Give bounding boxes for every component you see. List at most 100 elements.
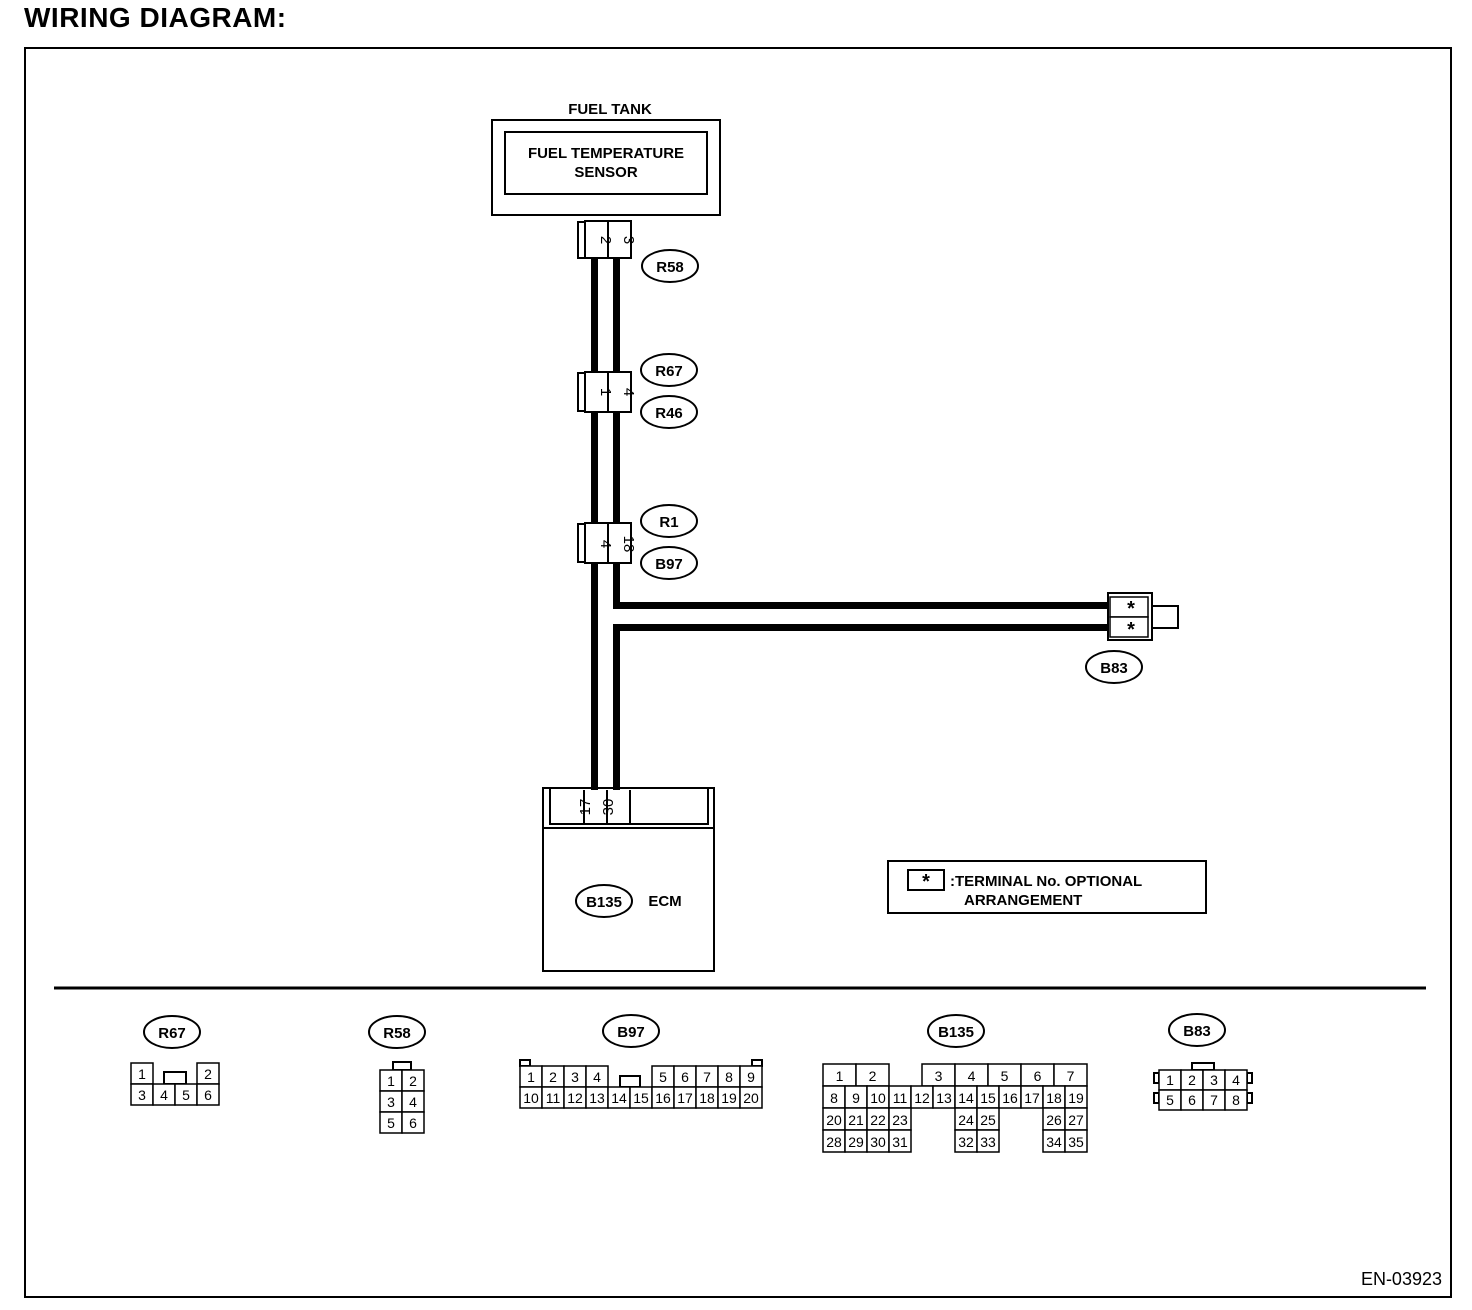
terminal-number: 18 bbox=[699, 1090, 715, 1106]
terminal-number: 3 bbox=[1210, 1072, 1218, 1088]
legend-line1: :TERMINAL No. OPTIONAL bbox=[950, 873, 1142, 890]
terminal-number: 2 bbox=[869, 1068, 877, 1084]
terminal-number: 1 bbox=[836, 1068, 844, 1084]
terminal-number: 5 bbox=[182, 1087, 190, 1103]
terminal-number: 18 bbox=[1046, 1090, 1062, 1106]
terminal-number: 15 bbox=[633, 1090, 649, 1106]
r1-label: R1 bbox=[659, 514, 678, 531]
connector-b83-inline: * * B83 bbox=[1085, 592, 1179, 684]
terminal-number: 32 bbox=[958, 1134, 974, 1150]
legend: * :TERMINAL No. OPTIONAL ARRANGEMENT bbox=[887, 860, 1207, 914]
terminal-number: 17 bbox=[1024, 1090, 1040, 1106]
figure-id: EN-03923 bbox=[1360, 1269, 1442, 1289]
terminal-number: 14 bbox=[611, 1090, 627, 1106]
terminal-number: 16 bbox=[655, 1090, 671, 1106]
terminal-number: 3 bbox=[935, 1068, 943, 1084]
terminal-number: 2 bbox=[204, 1066, 212, 1082]
r58-label: R58 bbox=[656, 259, 684, 276]
terminal-number: 4 bbox=[409, 1094, 417, 1110]
terminal-number: 3 bbox=[571, 1069, 579, 1085]
terminal-number: 12 bbox=[914, 1090, 930, 1106]
terminal-number: 8 bbox=[725, 1069, 733, 1085]
terminal-number: 3 bbox=[138, 1087, 146, 1103]
terminal-number: 8 bbox=[830, 1090, 838, 1106]
b83-pin-bottom: * bbox=[1127, 619, 1135, 641]
terminal-number: 34 bbox=[1046, 1134, 1062, 1150]
terminal-number: 29 bbox=[848, 1134, 864, 1150]
terminal-number: 4 bbox=[1232, 1072, 1240, 1088]
terminal-number: 16 bbox=[1002, 1090, 1018, 1106]
terminal-number: 9 bbox=[852, 1090, 860, 1106]
connector-r1-b97-inline: 4 18 R1 B97 bbox=[577, 504, 698, 580]
legend-symbol: * bbox=[922, 871, 930, 893]
connector-latch bbox=[163, 1071, 187, 1085]
wire-harness bbox=[591, 258, 1110, 791]
b83-pin-top: * bbox=[1127, 598, 1135, 620]
terminal-number: 30 bbox=[870, 1134, 886, 1150]
terminal-cell bbox=[1224, 1089, 1248, 1111]
r67-view-label: R67 bbox=[158, 1025, 186, 1042]
terminal-number: 1 bbox=[1166, 1072, 1174, 1088]
terminal-number: 8 bbox=[1232, 1092, 1240, 1108]
terminal-number: 5 bbox=[1001, 1068, 1009, 1084]
terminal-cell bbox=[976, 1129, 1000, 1153]
terminal-number: 4 bbox=[593, 1069, 601, 1085]
connector-latch bbox=[751, 1059, 763, 1067]
terminal-number: 14 bbox=[958, 1090, 974, 1106]
terminal-number: 6 bbox=[1034, 1068, 1042, 1084]
r67-pin-left: 1 bbox=[597, 388, 614, 396]
b97-label: B97 bbox=[655, 556, 683, 573]
terminal-number: 6 bbox=[204, 1087, 212, 1103]
terminal-number: 27 bbox=[1068, 1112, 1084, 1128]
ecm-label: ECM bbox=[648, 893, 681, 910]
legend-line2: ARRANGEMENT bbox=[964, 892, 1082, 909]
ecm-pin-30: 30 bbox=[600, 799, 617, 816]
sensor-name-line2: SENSOR bbox=[574, 164, 638, 181]
terminal-number: 11 bbox=[893, 1090, 908, 1106]
sensor-name-line1: FUEL TEMPERATURE bbox=[528, 145, 684, 162]
connector-latch bbox=[619, 1075, 641, 1088]
terminal-number: 7 bbox=[703, 1069, 711, 1085]
terminal-number: 7 bbox=[1067, 1068, 1075, 1084]
fuel-tank: FUEL TANK FUEL TEMPERATURE SENSOR bbox=[491, 101, 721, 216]
terminal-number: 1 bbox=[387, 1073, 395, 1089]
terminal-number: 5 bbox=[1166, 1092, 1174, 1108]
terminal-number: 2 bbox=[409, 1073, 417, 1089]
terminal-number: 28 bbox=[826, 1134, 842, 1150]
terminal-number: 3 bbox=[387, 1094, 395, 1110]
ecm-pin-17: 17 bbox=[577, 799, 594, 816]
terminal-number: 19 bbox=[1068, 1090, 1084, 1106]
terminal-number: 12 bbox=[567, 1090, 583, 1106]
r67-pin-right: 4 bbox=[620, 388, 637, 396]
page-title: WIRING DIAGRAM: bbox=[24, 2, 287, 33]
diagram-frame bbox=[24, 47, 1452, 1298]
fuel-tank-label: FUEL TANK bbox=[568, 101, 652, 118]
terminal-number: 33 bbox=[980, 1134, 996, 1150]
terminal-number: 20 bbox=[826, 1112, 842, 1128]
terminal-number: 13 bbox=[589, 1090, 605, 1106]
b135-view-label: B135 bbox=[938, 1024, 974, 1041]
connector-r58-inline: 2 3 R58 bbox=[577, 220, 699, 283]
terminal-number: 2 bbox=[549, 1069, 557, 1085]
terminal-number: 23 bbox=[892, 1112, 908, 1128]
r67-label: R67 bbox=[655, 363, 683, 380]
terminal-cell bbox=[196, 1083, 220, 1106]
b97-view-label: B97 bbox=[617, 1024, 645, 1041]
fuel-temperature-sensor bbox=[504, 131, 708, 195]
connector-r67-r46-inline: 1 4 R67 R46 bbox=[577, 353, 698, 429]
terminal-number: 6 bbox=[409, 1115, 417, 1131]
r1-pin-left: 4 bbox=[597, 540, 614, 548]
terminal-number: 31 bbox=[892, 1134, 908, 1150]
terminal-number: 35 bbox=[1068, 1134, 1084, 1150]
terminal-number: 5 bbox=[387, 1115, 395, 1131]
terminal-number: 1 bbox=[527, 1069, 535, 1085]
b135-label: B135 bbox=[586, 894, 622, 911]
terminal-number: 13 bbox=[936, 1090, 952, 1106]
terminal-number: 21 bbox=[848, 1112, 864, 1128]
b83-label: B83 bbox=[1100, 660, 1128, 677]
terminal-number: 4 bbox=[160, 1087, 168, 1103]
